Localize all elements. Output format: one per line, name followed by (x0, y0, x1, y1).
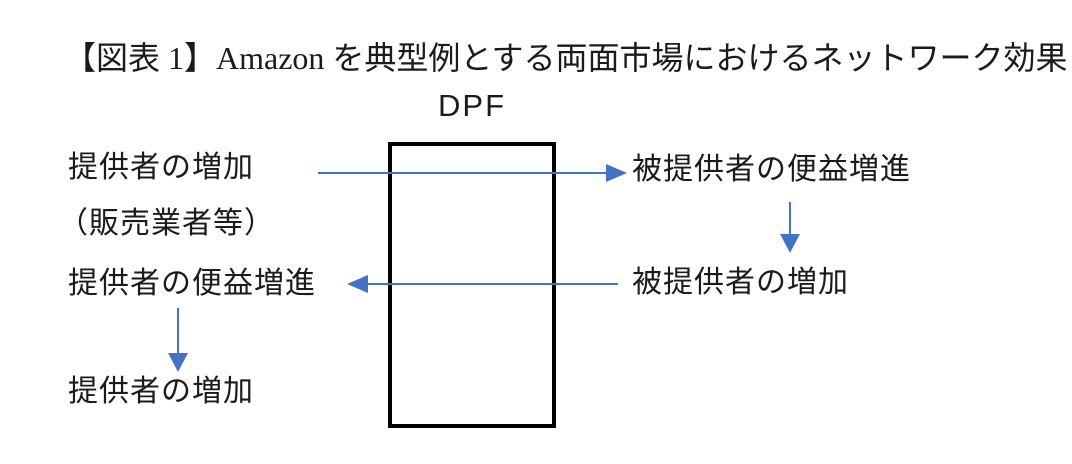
figure-title: 【図表 1】Amazon を典型例とする両面市場におけるネットワーク効果 (64, 40, 1068, 76)
arrow-provider-benefit-to-provider-increase-icon (168, 308, 188, 372)
node-consumer-benefit: 被提供者の便益増進 (632, 153, 911, 186)
node-provider-benefit: 提供者の便益増進 (68, 267, 316, 300)
node-provider-increase-top: 提供者の増加 (68, 151, 254, 184)
node-consumer-increase: 被提供者の増加 (632, 266, 849, 299)
node-provider-note: （販売業者等） (58, 207, 275, 240)
dpf-box (388, 142, 556, 428)
node-provider-increase-bottom: 提供者の増加 (68, 375, 254, 408)
dpf-box-label: DPF (438, 88, 506, 123)
arrow-consumer-benefit-to-consumer-increase-icon (780, 202, 800, 253)
